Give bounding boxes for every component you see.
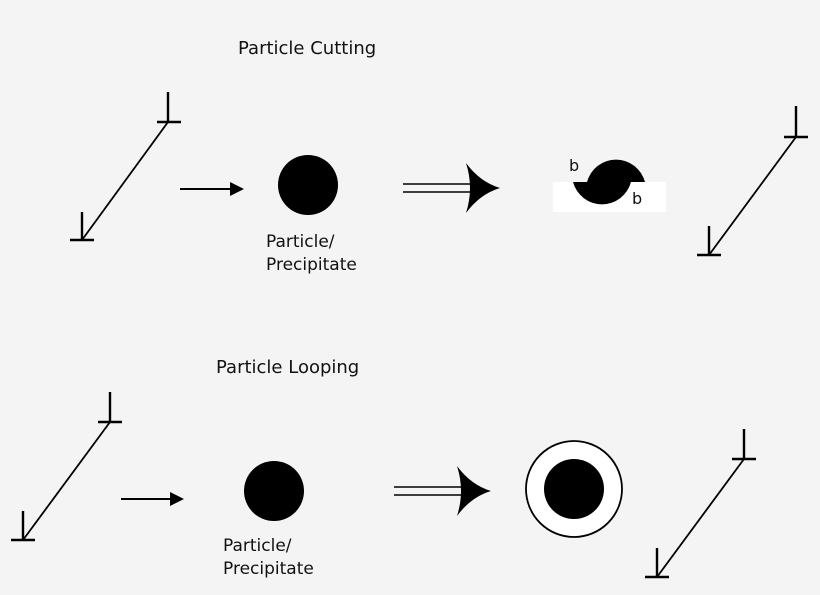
sheared-particle — [553, 159, 666, 212]
cutting-result-arrow — [403, 163, 500, 213]
cutting-particle — [278, 155, 338, 215]
dislocation-symbol-bottom — [645, 548, 669, 579]
looping-section — [11, 392, 756, 579]
looped-particle-core — [544, 459, 604, 519]
looped-particle — [525, 440, 623, 538]
looping-outgoing-dislocation — [645, 429, 756, 579]
looping-caption-line2: Precipitate — [223, 559, 314, 579]
cutting-caption: Particle/ Precipitate — [266, 231, 357, 277]
dislocation-symbol-top — [732, 429, 756, 461]
cutting-incoming-dislocation — [70, 92, 181, 242]
cutting-section — [70, 92, 808, 257]
cutting-outgoing-dislocation — [697, 106, 808, 257]
looping-caption: Particle/ Precipitate — [223, 535, 314, 581]
cutting-approach-arrow — [180, 182, 244, 196]
dislocation-symbol-top — [784, 106, 808, 139]
sheared-particle-lower-half — [573, 182, 631, 205]
looping-title: Particle Looping — [216, 357, 360, 378]
dislocation-symbol-bottom — [697, 226, 721, 257]
dislocation-symbol-top — [98, 392, 122, 424]
burgers-vector-label-lower: b — [632, 189, 643, 208]
dislocation-symbol-bottom — [70, 212, 94, 242]
looping-approach-arrow — [121, 492, 184, 506]
dislocation-symbol-bottom — [11, 511, 35, 542]
sheared-particle-upper-half — [587, 159, 645, 182]
burgers-vector-label-upper: b — [569, 156, 580, 175]
cutting-caption-line2: Precipitate — [266, 255, 357, 275]
looping-particle — [244, 461, 304, 521]
cutting-caption-line1: Particle/ — [266, 232, 335, 252]
cutting-title: Particle Cutting — [238, 38, 377, 59]
dislocation-symbol-top — [157, 92, 181, 124]
looping-incoming-dislocation — [11, 392, 122, 542]
looping-caption-line1: Particle/ — [223, 536, 292, 556]
looping-result-arrow — [394, 466, 491, 516]
